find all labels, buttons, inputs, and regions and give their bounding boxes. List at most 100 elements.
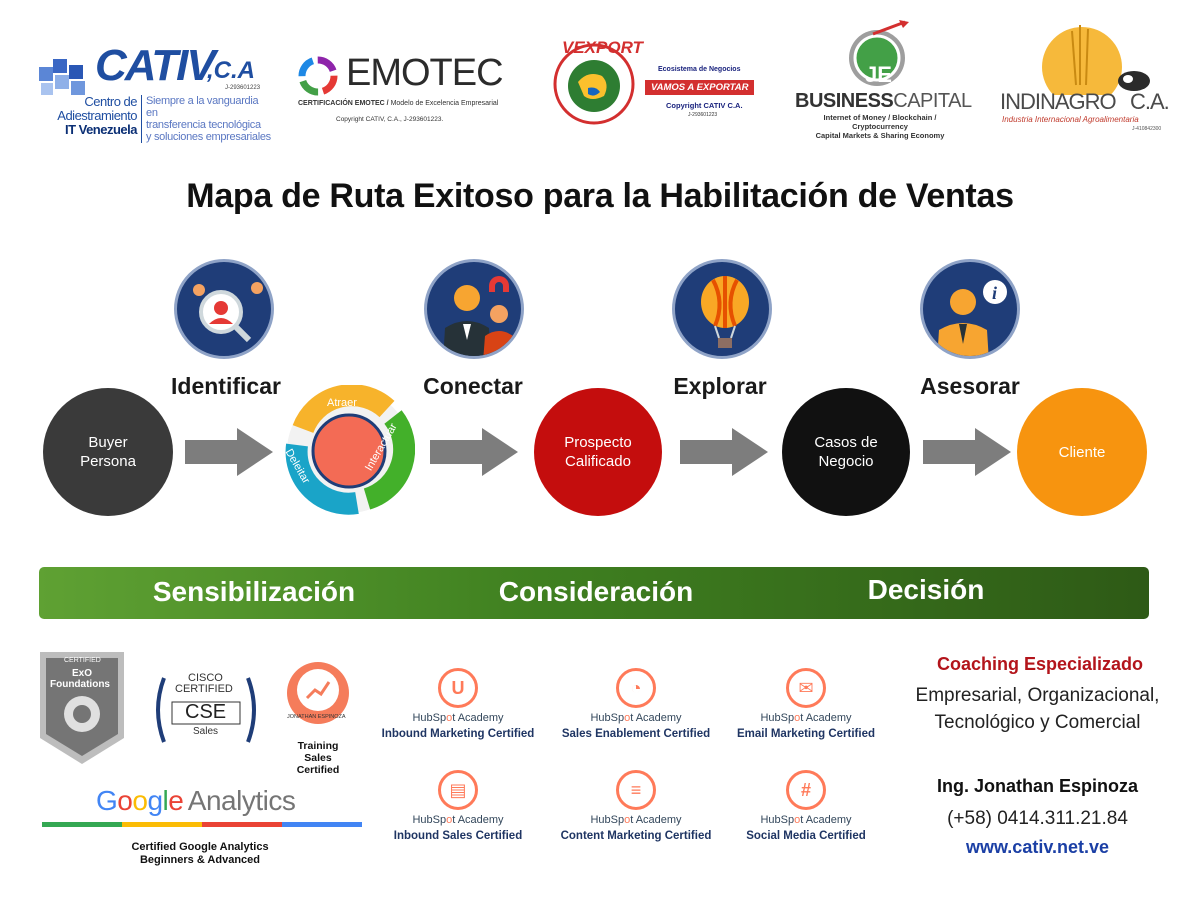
ga-line: Beginners & Advanced — [139, 854, 260, 866]
phase-consideracion: Consideración — [498, 576, 694, 607]
sun-wheat-cow-icon — [1042, 25, 1150, 95]
vexport-copyright: Copyright CATIV C.A. — [666, 101, 743, 110]
exo-line2: Foundations — [50, 679, 110, 690]
bc-sub-line: Capital Markets & Sharing Economy — [815, 131, 945, 140]
cativ-rif: J-293601223 — [225, 85, 261, 91]
ga-color-strip — [42, 822, 362, 827]
cativ-suffix: ,C.A — [207, 57, 255, 84]
emotec-ring-icon — [298, 56, 338, 96]
document-icon: ≡ — [616, 770, 656, 810]
hubspot-cert-name: Inbound Sales Certified — [393, 830, 523, 842]
bc-word-rest: CAPITAL — [893, 90, 972, 112]
node-client-label: Cliente — [1058, 443, 1106, 461]
training-label: Training Sales Certified — [280, 740, 356, 776]
hubspot-academy-label: HubSpot Academy — [412, 814, 504, 826]
node-prospect-line: Prospecto — [564, 434, 632, 451]
bc-word-bold: BUSINESS — [795, 90, 894, 112]
google-analytics-logo: Google Analytics — [96, 785, 296, 817]
je-badge-text: JE — [865, 62, 892, 87]
hubspot-cert-name: Inbound Marketing Certified — [381, 728, 535, 740]
cativ-right-line: Siempre a la vanguardia en — [146, 95, 259, 119]
training-seal-icon — [287, 662, 349, 724]
emotec-sub-bold: CERTIFICACIÓN EMOTEC / — [298, 100, 389, 107]
emotec-subtitle: CERTIFICACIÓN EMOTEC / Modelo de Excelen… — [298, 100, 498, 107]
cativ-left-line: Adiestramiento — [57, 108, 137, 123]
emotec-sub-rest: Modelo de Excelencia Empresarial — [388, 100, 499, 107]
node-cliente: Cliente — [1017, 388, 1147, 516]
cativ-right-line: y soluciones empresariales — [146, 131, 271, 143]
gauge-icon: ◔ — [616, 668, 656, 708]
flywheel-attract: Atraer — [327, 397, 357, 409]
cisco-cse-badge: CISCO CERTIFIED CSE Sales — [150, 668, 262, 752]
logo-cativ: CATIV ,C.A J-293601223 Centro de Adiestr… — [35, 41, 271, 143]
business-capital-subtitle: Internet of Money / Blockchain / Cryptoc… — [795, 113, 965, 140]
step-icon-identificar — [174, 259, 274, 359]
magnet-people-icon — [443, 276, 515, 356]
emotec-copyright: Copyright CATIV, C.A., J-293601223. — [336, 116, 444, 123]
step-label-explorar: Explorar — [673, 373, 767, 399]
hubspot-cert-name: Sales Enablement Certified — [561, 728, 711, 740]
vexport-rif: J-293601223 — [688, 112, 718, 118]
cisco-laurel-icon — [156, 677, 256, 743]
arrow-right-icon — [185, 428, 273, 476]
phase-bar — [39, 567, 1149, 619]
envelope-icon: ✉ — [786, 668, 826, 708]
cisco-cse: CSE — [185, 701, 227, 723]
hubspot-academy-label: HubSpot Academy — [760, 814, 852, 826]
phase-decision: Decisión — [867, 574, 985, 605]
indinagro-rif: J-410842300 — [1132, 126, 1162, 132]
hubspot-cert-name: Social Media Certified — [746, 830, 866, 842]
contact-line2: Tecnológico y Comercial — [934, 712, 1141, 733]
hubspot-cert-name: Email Marketing Certified — [736, 728, 876, 740]
arrow-right-icon — [680, 428, 768, 476]
arrow-right-icon — [430, 428, 518, 476]
training-line: Training — [297, 740, 339, 752]
cisco-line1: CISCO — [188, 672, 223, 684]
contact-name: Ing. Jonathan Espinoza — [936, 776, 1138, 796]
exo-certified-label: CERTIFIED — [64, 657, 101, 664]
step-label-identificar: Identificar — [171, 373, 281, 399]
hubspot-academy-label: HubSpot Academy — [590, 712, 682, 724]
hot-air-balloon-icon — [701, 276, 749, 348]
flywheel-graphic — [285, 384, 416, 515]
cativ-right-text: Siempre a la vanguardia en transferencia… — [141, 95, 271, 143]
logo-emotec: EMOTEC CERTIFICACIÓN EMOTEC / Modelo de … — [296, 52, 521, 132]
step-label-conectar: Conectar — [423, 373, 523, 399]
cativ-left-line: Centro de — [84, 94, 137, 109]
ga-line: Certified Google Analytics — [131, 841, 269, 853]
contact-heading: Coaching Especializado — [936, 654, 1144, 674]
node-buyer-line: Persona — [80, 453, 136, 470]
chat-icon: ▤ — [438, 770, 478, 810]
logo-indinagro: INDINAGRO C.A. Industria Internacional A… — [1000, 15, 1170, 135]
business-capital-wordmark: BUSINESSCAPITAL — [795, 90, 972, 113]
page-title: Mapa de Ruta Exitoso para la Habilitació… — [186, 177, 1014, 215]
ga-cert-label: Certified Google Analytics Beginners & A… — [100, 841, 300, 867]
indinagro-wordmark: INDINAGRO — [1000, 89, 1117, 114]
globe-seal-icon — [553, 43, 635, 125]
node-buyer-line: Buyer — [88, 434, 128, 451]
hubspot-academy-label: HubSpot Academy — [412, 712, 504, 724]
cativ-left-line: IT Venezuela — [64, 122, 138, 137]
hashtag-icon: # — [786, 770, 826, 810]
vexport-tagline: Ecosistema de Negocios — [658, 66, 741, 73]
svg-text:i: i — [992, 283, 997, 303]
cubes-icon — [39, 59, 85, 95]
exo-shield-icon — [40, 652, 124, 764]
phase-sensibilizacion: Sensibilización — [152, 576, 356, 607]
indinagro-subtitle: Industria Internacional Agroalimentaria — [1002, 115, 1139, 124]
contact-url[interactable]: www.cativ.net.ve — [965, 837, 1110, 857]
vexport-wordmark: VEXPORT — [562, 38, 643, 57]
ga-analytics-word: Analytics — [187, 785, 296, 816]
cativ-right-line: transferencia tecnológica — [146, 119, 261, 131]
flywheel: Atraer Interactuar Deleitar — [283, 384, 416, 517]
hubspot-academy-label: HubSpot Academy — [590, 814, 682, 826]
node-cases-line: Casos de — [814, 434, 878, 451]
je-badge-icon — [849, 20, 909, 86]
cisco-line2: CERTIFIED — [175, 683, 233, 695]
step-label-asesorar: Asesorar — [920, 373, 1020, 399]
hubspot-academy-label: HubSpot Academy — [760, 712, 852, 724]
vexport-button: VAMOS A EXPORTAR — [645, 80, 755, 95]
logo-vexport: VEXPORT Ecosistema de Negocios VAMOS A E… — [548, 38, 763, 128]
